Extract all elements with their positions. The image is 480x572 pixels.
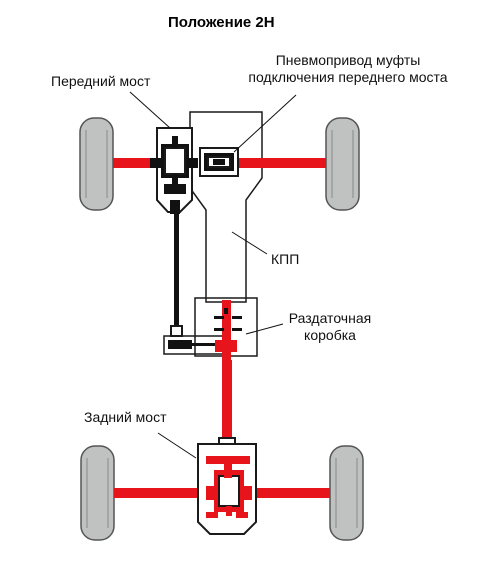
front-left-halfshaft <box>113 158 157 168</box>
transfer-case-label-line1: Раздаточная <box>288 310 372 326</box>
front-right-halfshaft <box>236 158 326 168</box>
front-propeller-shaft <box>174 214 179 326</box>
rear-propeller-shaft <box>222 360 232 440</box>
gearbox-label: КПП <box>271 251 300 267</box>
transfer-case-label-line2: коробка <box>304 327 356 343</box>
leader-rear-axle <box>157 432 197 459</box>
actuator-label: Пневмопривод муфты подключения переднего… <box>230 52 466 86</box>
transfer-case-internals <box>163 300 242 362</box>
leader-gearbox <box>231 231 268 255</box>
diagram-title: Положение 2H <box>168 14 275 31</box>
front-differential <box>150 127 198 214</box>
transfer-case-label: Раздаточная коробка <box>280 310 380 344</box>
rear-left-wheel <box>80 445 115 541</box>
actuator-label-line1: Пневмопривод муфты <box>275 52 421 68</box>
front-axle-label: Передний мост <box>51 73 151 89</box>
leader-front-axle <box>129 91 171 129</box>
front-left-wheel <box>79 117 114 211</box>
front-axle-clutch-actuator <box>199 147 239 177</box>
gearbox-housing <box>189 111 263 303</box>
front-shaft-joint <box>170 325 183 337</box>
actuator-label-line2: подключения переднего моста <box>248 69 448 85</box>
front-right-wheel <box>325 117 360 211</box>
rear-right-halfshaft <box>254 488 330 498</box>
rear-differential <box>197 443 257 535</box>
leader-transfer <box>245 323 284 335</box>
rear-left-halfshaft <box>114 488 200 498</box>
rear-right-wheel <box>329 445 364 541</box>
rear-axle-label: Задний мост <box>84 409 167 425</box>
leader-actuator <box>233 94 297 153</box>
